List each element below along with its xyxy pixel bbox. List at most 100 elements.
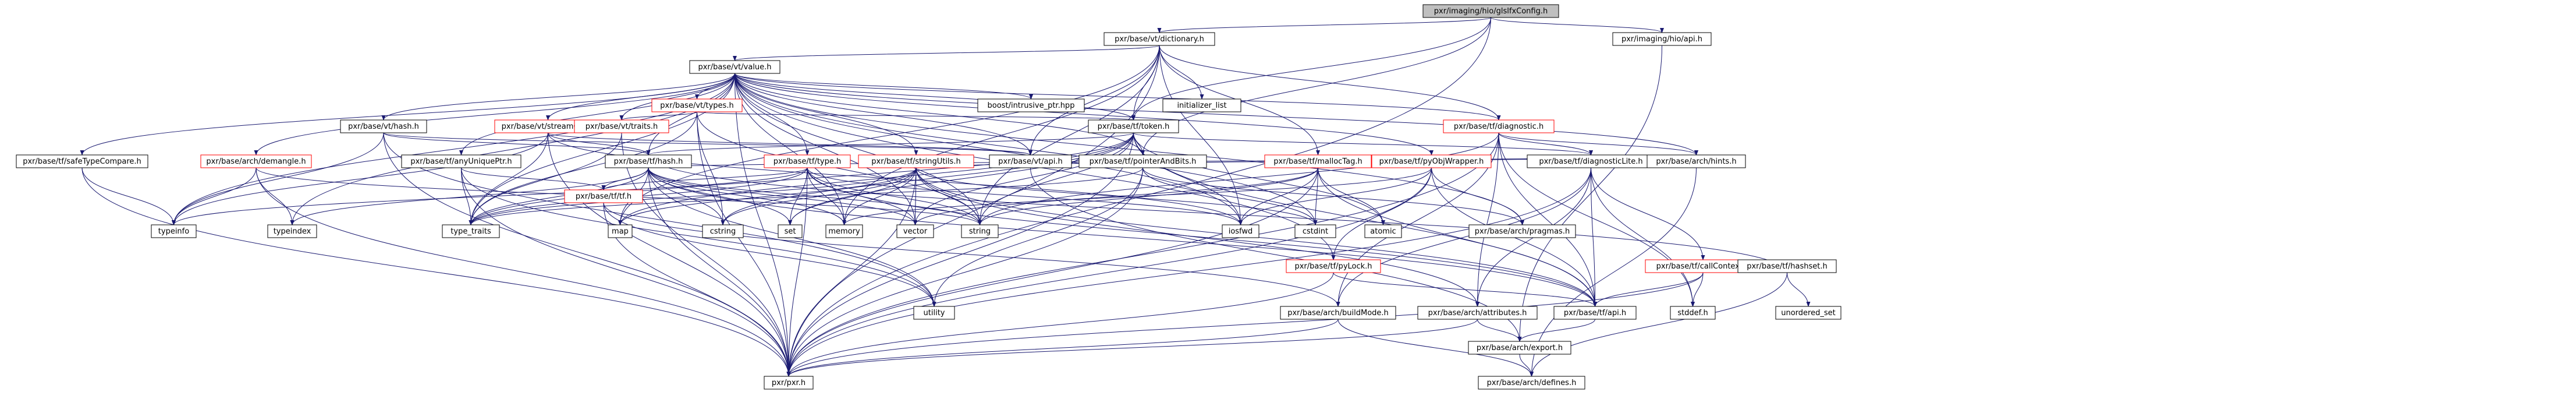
- node-label: pxr/base/tf/diagnostic.h: [1454, 122, 1544, 131]
- node-label: pxr/base/vt/value.h: [698, 63, 771, 72]
- edge-tfdiaglite-to-tfcallctx: [1591, 167, 1705, 260]
- node-box: [1280, 306, 1396, 320]
- node-typetraits: type_traits: [442, 224, 500, 238]
- edge-tftoken-to-atomic: [1133, 132, 1385, 225]
- edge-tfstringutils-to-typetraits: [469, 167, 917, 225]
- node-vtapi[interactable]: pxr/base/vt/api.h: [989, 154, 1072, 168]
- node-cstring: cstring: [702, 224, 744, 238]
- node-tfdiagnostic[interactable]: pxr/base/tf/diagnostic.h: [1443, 119, 1555, 133]
- edge-tftype-to-typeinfo: [172, 167, 808, 225]
- edge-tfdiagnostic-to-archattributes: [1475, 132, 1499, 307]
- node-tfdiaglite[interactable]: pxr/base/tf/diagnosticLite.h: [1527, 154, 1655, 168]
- node-hioapi[interactable]: pxr/imaging/hio/api.h: [1612, 32, 1712, 46]
- edge-dictionary-to-initlist: [1159, 45, 1204, 100]
- edge-root-to-dictionary: [1157, 17, 1491, 33]
- edge-tfstringutils-to-archattributes: [916, 167, 1479, 307]
- node-tfsafetype[interactable]: pxr/base/tf/safeTypeCompare.h: [16, 154, 148, 168]
- node-archbuildmode[interactable]: pxr/base/arch/buildMode.h: [1280, 306, 1396, 320]
- edge-vttypes-to-tftoken: [697, 111, 1136, 121]
- edge-dictionary-to-iosfwd: [1159, 45, 1243, 225]
- node-tftoken[interactable]: pxr/base/tf/token.h: [1088, 119, 1179, 133]
- node-box: [267, 224, 317, 238]
- edge-vthash-to-tfhash: [383, 132, 651, 156]
- node-tfcallctx[interactable]: pxr/base/tf/callContext.h: [1645, 259, 1761, 273]
- node-tfmalloctag[interactable]: pxr/base/tf/mallocTag.h: [1264, 154, 1372, 168]
- node-tfpylock[interactable]: pxr/base/tf/pyLock.h: [1286, 259, 1381, 273]
- node-label: pxr/base/vt/types.h: [660, 101, 733, 110]
- node-tftype[interactable]: pxr/base/tf/type.h: [764, 154, 851, 168]
- node-archdefines[interactable]: pxr/base/arch/defines.h: [1478, 376, 1585, 390]
- edge-tfpointerbits-to-cstdint: [1142, 167, 1318, 225]
- node-tfpointerbits[interactable]: pxr/base/tf/pointerAndBits.h: [1078, 154, 1207, 168]
- node-vttraits[interactable]: pxr/base/vt/traits.h: [574, 119, 669, 133]
- node-dictionary[interactable]: pxr/base/vt/dictionary.h: [1104, 32, 1215, 46]
- node-archpragmas[interactable]: pxr/base/arch/pragmas.h: [1468, 224, 1576, 238]
- node-label: initializer_list: [1177, 101, 1226, 110]
- edge-vtvalue-to-boostptr: [735, 73, 1033, 100]
- node-box: [401, 154, 521, 168]
- edge-tfhash-to-typeindex: [290, 167, 649, 225]
- node-archexport[interactable]: pxr/base/arch/export.h: [1468, 341, 1571, 355]
- node-memory: memory: [825, 224, 863, 238]
- node-box: [200, 154, 312, 168]
- node-box: [151, 224, 197, 238]
- node-label: cstring: [710, 227, 736, 236]
- node-box: [977, 98, 1085, 112]
- node-label: pxr/base/arch/export.h: [1477, 344, 1563, 352]
- node-label: pxr/base/tf/diagnosticLite.h: [1539, 157, 1642, 166]
- edge-vtvalue-to-vector: [735, 73, 917, 225]
- node-tfanyunique[interactable]: pxr/base/tf/anyUniquePtr.h: [401, 154, 521, 168]
- node-atomic: atomic: [1364, 224, 1402, 238]
- edge-vtstreamout-to-pxr: [548, 132, 791, 377]
- edge-tfpyobj-to-tfpylock: [1331, 167, 1432, 260]
- edge-tfmalloctag-to-vector: [913, 167, 1318, 225]
- node-tfhashset[interactable]: pxr/base/tf/hashset.h: [1737, 259, 1837, 273]
- node-box: [1647, 154, 1746, 168]
- edge-dictionary-to-map: [618, 45, 1160, 225]
- edge-tfdiagnostic-to-stddef: [1498, 132, 1695, 307]
- node-archdemangle[interactable]: pxr/base/arch/demangle.h: [200, 154, 312, 168]
- node-box: [825, 224, 863, 238]
- node-label: pxr/base/tf/api.h: [1564, 309, 1626, 317]
- edge-hioapi-to-archexport: [1517, 45, 1662, 342]
- node-tfpyobj[interactable]: pxr/base/tf/pyObjWrapper.h: [1371, 154, 1492, 168]
- edge-vtvalue-to-tfanyunique: [459, 73, 735, 156]
- edge-tfhash-to-vector: [648, 167, 917, 225]
- edge-tfstringutils-to-cstring: [721, 167, 917, 225]
- node-root[interactable]: pxr/imaging/hio/glslfxConfig.h: [1422, 4, 1559, 18]
- node-tfstringutils[interactable]: pxr/base/tf/stringUtils.h: [858, 154, 974, 168]
- edge-tfdiagnostic-to-string: [978, 132, 1499, 225]
- edge-archhints-to-archdefines: [1530, 167, 1697, 377]
- node-boostptr: boost/intrusive_ptr.hpp: [977, 98, 1085, 112]
- edge-vtvalue-to-string: [735, 73, 982, 225]
- node-vttypes[interactable]: pxr/base/vt/types.h: [651, 98, 743, 112]
- node-label: pxr/base/vt/api.h: [998, 157, 1062, 166]
- node-vtvalue[interactable]: pxr/base/vt/value.h: [689, 60, 780, 74]
- node-label: pxr/base/tf/type.h: [773, 157, 842, 166]
- edge-tftype-to-pxr: [786, 167, 808, 377]
- node-tftf[interactable]: pxr/base/tf/tf.h: [564, 189, 643, 203]
- node-box: [1286, 259, 1381, 273]
- edge-tfdiagnostic-to-tfapi: [1498, 132, 1597, 307]
- edge-vttypes-to-cstring: [697, 111, 725, 225]
- edge-vtvalue-to-tfhash: [646, 73, 735, 156]
- edge-tfanyunique-to-tftf: [461, 167, 606, 190]
- node-tfhash[interactable]: pxr/base/tf/hash.h: [605, 154, 692, 168]
- edge-archattributes-to-archexport: [1477, 319, 1522, 342]
- node-archhints[interactable]: pxr/base/arch/hints.h: [1647, 154, 1746, 168]
- edge-tfpylock-to-pxr: [786, 272, 1334, 377]
- edge-tfhashset-to-unorderedset: [1787, 272, 1811, 307]
- node-label: pxr/base/arch/buildMode.h: [1287, 309, 1389, 317]
- node-tfapi[interactable]: pxr/base/tf/api.h: [1553, 306, 1637, 320]
- edge-tfhash-to-string: [648, 167, 982, 225]
- node-vthash[interactable]: pxr/base/vt/hash.h: [340, 119, 427, 133]
- node-archattributes[interactable]: pxr/base/arch/attributes.h: [1417, 306, 1538, 320]
- node-pxr[interactable]: pxr/pxr.h: [764, 376, 814, 390]
- node-box: [1371, 154, 1492, 168]
- edge-vtvalue-to-tfstringutils: [735, 73, 918, 156]
- edge-tftype-to-set: [788, 167, 808, 225]
- node-label: pxr/base/tf/mallocTag.h: [1273, 157, 1362, 166]
- edge-tfdiagnostic-to-tfdiaglite: [1498, 132, 1593, 156]
- edge-vtvalue-to-tfdiagnostic: [735, 73, 1501, 121]
- node-box: [1468, 224, 1576, 238]
